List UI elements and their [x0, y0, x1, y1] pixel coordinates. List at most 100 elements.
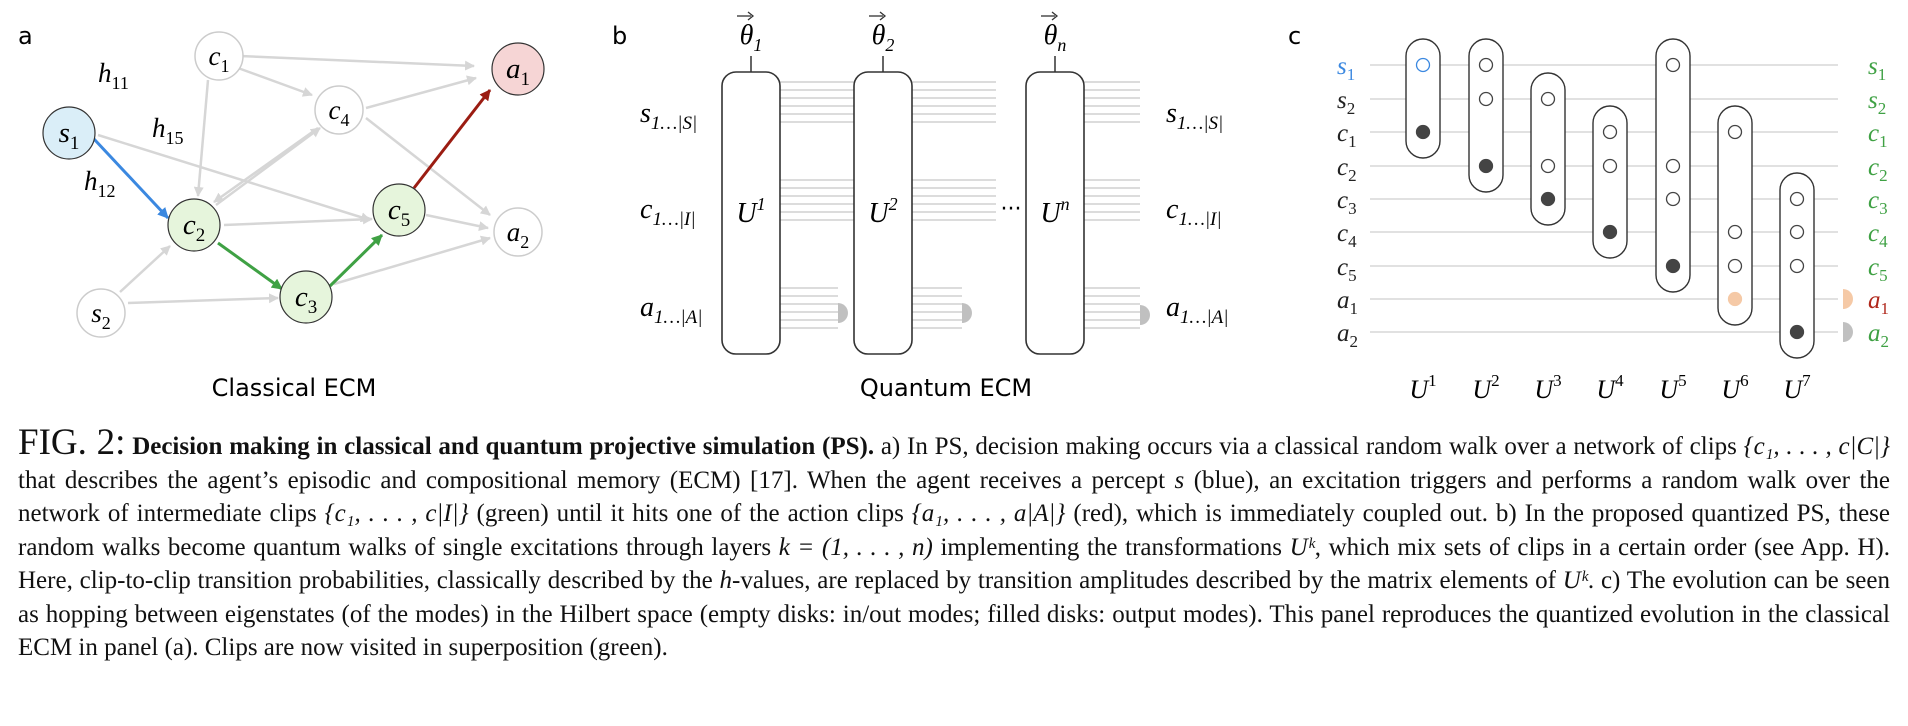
- node-c4: c4: [314, 85, 364, 135]
- panel-label-a: a: [18, 22, 33, 50]
- mode-label-left: c5: [1337, 254, 1357, 285]
- caption-text-6: implementing the transformations: [932, 533, 1290, 561]
- caption-text-3: (blue), an excitation triggers and perfo…: [18, 466, 1890, 528]
- caption-math-3: {c₁, . . . , c|I|}: [324, 500, 469, 527]
- unitary-label: U1: [1409, 371, 1436, 404]
- caption-math-7: h: [719, 567, 733, 594]
- edge-label-h11: h11: [98, 58, 129, 93]
- panel-c-mode-lines: [1370, 64, 1838, 333]
- node-c5: c5: [372, 183, 426, 237]
- mode-label-right: a2: [1868, 320, 1889, 351]
- mode-disk: [1789, 258, 1805, 274]
- edge-s2-c3: [127, 293, 279, 305]
- edge-c4-c2: [213, 126, 319, 204]
- theta-label: θn: [1044, 20, 1067, 55]
- unitary-label: U3: [1534, 371, 1561, 404]
- detector-icon: [1843, 289, 1853, 309]
- mode-label-right: c3: [1868, 187, 1888, 218]
- mode-label-right: c2: [1868, 154, 1888, 185]
- svg-text:c5: c5: [388, 194, 410, 231]
- caption-text-1: a) In PS, decision making occurs via a c…: [874, 433, 1744, 460]
- edge-s1-c2-blue: [92, 137, 170, 220]
- figure-caption: FIG. 2: Decision making in classical and…: [18, 424, 1890, 665]
- vector-arrow-head: [747, 11, 755, 21]
- edge-c4-a1: [365, 75, 477, 110]
- unitary-capsule: [1468, 38, 1504, 193]
- mode-disk: [1540, 158, 1556, 174]
- b-left-label-s: s1…|S|: [640, 98, 697, 134]
- caption-math-6: Uᵏ: [1289, 533, 1315, 561]
- edge-c3-c5-green: [328, 233, 384, 288]
- caption-text-8: -values, are replaced by transition ampl…: [732, 567, 1563, 594]
- mode-disk: [1665, 158, 1681, 174]
- b-right-label-s: s1…|S|: [1166, 98, 1223, 134]
- unitary-box: [853, 71, 913, 355]
- detector-icon: [838, 303, 848, 323]
- b-left-label-c: c1…|I|: [640, 194, 696, 230]
- unitary-label: U5: [1659, 371, 1686, 404]
- svg-text:c4: c4: [329, 95, 350, 130]
- edge-c3-a2: [333, 235, 491, 286]
- unitary-label: U6: [1721, 371, 1748, 404]
- edge-c1-a1: [239, 54, 475, 71]
- mode-disk: [1540, 191, 1556, 207]
- mode-label-left: c4: [1337, 220, 1357, 251]
- mode-disk: [1478, 91, 1494, 107]
- unitary-label: Un: [1040, 194, 1069, 229]
- node-c3: c3: [279, 270, 333, 324]
- panel-label-b: b: [612, 22, 627, 50]
- mode-disk: [1789, 224, 1805, 240]
- unitary-label: U2: [1472, 371, 1499, 404]
- b-right-label-c: c1…|I|: [1166, 194, 1222, 230]
- vector-arrow-head: [1051, 11, 1059, 21]
- node-a1: a1: [491, 42, 545, 96]
- b-right-label-a: a1…|A|: [1166, 292, 1228, 328]
- node-a2: a2: [493, 207, 543, 257]
- mode-disk: [1727, 224, 1743, 240]
- node-c1: c1: [194, 31, 244, 81]
- mode-disk: [1665, 258, 1681, 274]
- mode-label-right: a1: [1868, 287, 1889, 318]
- mode-disk: [1727, 258, 1743, 274]
- mode-label-left: c1: [1337, 120, 1357, 151]
- edge-c1-c4: [237, 66, 313, 97]
- mode-label-left: c2: [1337, 154, 1357, 185]
- node-s1: s1: [42, 106, 96, 160]
- caption-text-9: . c) The evolution can be seen as hoppin…: [18, 567, 1890, 661]
- detector-icon: [1843, 322, 1853, 342]
- b-left-label-a: a1…|A|: [640, 292, 702, 328]
- caption-fig-label: FIG. 2:: [18, 422, 126, 463]
- panel-a-title: Classical ECM: [212, 374, 377, 402]
- caption-math-1: {c₁, . . . , c|C|}: [1743, 433, 1890, 460]
- caption-math-8: Uᵏ: [1562, 567, 1588, 594]
- mode-disk: [1415, 124, 1431, 140]
- edge-label-h12: h12: [84, 166, 116, 201]
- mode-label-left: a2: [1337, 320, 1358, 351]
- svg-text:a2: a2: [507, 217, 530, 252]
- node-c2: c2: [167, 198, 221, 252]
- caption-text-4: (green) until it hits one of the action …: [468, 500, 912, 527]
- svg-text:c3: c3: [295, 281, 317, 318]
- unitary-label: U2: [868, 194, 897, 229]
- mode-label-right: c5: [1868, 254, 1888, 285]
- panel-b-ellipsis: ···: [1001, 197, 1022, 222]
- unitary-box: [1025, 71, 1085, 355]
- panel-c-unitaries: [1405, 38, 1853, 359]
- edge-c2-c3-green: [217, 241, 283, 291]
- edge-c2-c5: [223, 214, 373, 227]
- edge-c5-a1-red: [412, 89, 492, 189]
- detector-icon: [962, 303, 972, 323]
- mode-disk: [1665, 191, 1681, 207]
- svg-text:a1: a1: [506, 53, 530, 90]
- mode-label-right: s2: [1868, 87, 1886, 118]
- edge-label-h15: h15: [152, 113, 184, 148]
- theta-label: θ2: [872, 20, 895, 55]
- panel-label-c: c: [1288, 22, 1301, 50]
- mode-label-right: c1: [1868, 120, 1888, 151]
- unitary-label: U1: [736, 194, 765, 229]
- mode-disk: [1415, 57, 1431, 73]
- mode-disk: [1540, 91, 1556, 107]
- mode-disk: [1602, 224, 1618, 240]
